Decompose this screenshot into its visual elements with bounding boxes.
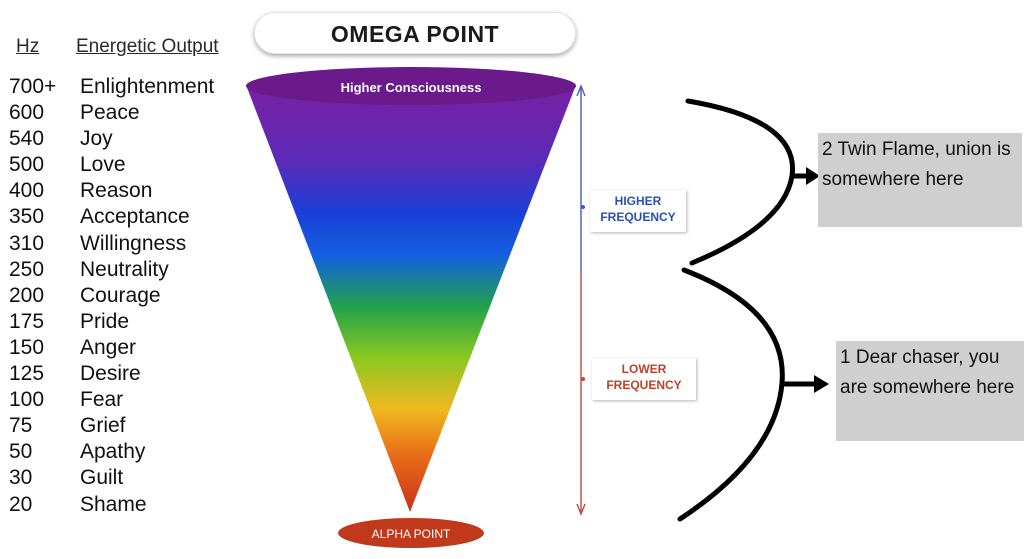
axis-up-arrow-icon <box>576 84 586 97</box>
scale-output-label: Courage <box>80 283 161 307</box>
scale-output-label: Neutrality <box>80 257 169 281</box>
scale-output-label: Apathy <box>80 440 146 464</box>
energetic-output-column-header: Energetic Output <box>76 36 219 57</box>
scale-output-label: Shame <box>80 492 147 516</box>
scale-hz-value: 540 <box>9 127 45 151</box>
lower-frequency-label: LOWER FREQUENCY <box>592 358 696 400</box>
scale-output-label: Peace <box>80 101 140 125</box>
scale-output-label: Desire <box>80 362 141 386</box>
scale-row: 500 Love <box>0 152 250 178</box>
scale-row: 250 Neutrality <box>0 257 250 283</box>
scale-row: 600 Peace <box>0 100 250 126</box>
scale-hz-value: 500 <box>9 153 45 177</box>
scale-row: 540 Joy <box>0 126 250 152</box>
scale-hz-value: 700+ <box>9 75 57 98</box>
scale-hz-value: 30 <box>9 466 33 490</box>
higher-frequency-line2: FREQUENCY <box>600 210 676 224</box>
higher-frequency-label: HIGHER FREQUENCY <box>590 190 686 232</box>
lower-frequency-line2: FREQUENCY <box>606 378 682 392</box>
scale-row: 310 Willingness <box>0 231 250 257</box>
scale-output-label: Guilt <box>80 466 124 490</box>
scale-row: 150 Anger <box>0 335 250 361</box>
axis-down-arrow-icon <box>576 503 586 516</box>
scale-hz-value: 175 <box>9 309 45 333</box>
higher-frequency-line1: HIGHER <box>614 194 662 208</box>
scale-hz-value: 20 <box>9 492 33 516</box>
higher-consciousness-ellipse <box>246 67 576 105</box>
top-pointer-arrow-icon <box>806 167 820 185</box>
scale-output-label: Joy <box>80 127 113 151</box>
omega-point-title: OMEGA POINT <box>254 12 576 54</box>
scale-hz-value: 350 <box>9 205 45 229</box>
top-bracket-icon <box>685 98 796 266</box>
scale-row: 50 Apathy <box>0 439 250 465</box>
scale-row: 125 Desire <box>0 361 250 387</box>
hz-column-header: Hz <box>16 36 40 57</box>
alpha-point-ellipse <box>338 518 484 548</box>
scale-output-label: Acceptance <box>80 205 190 229</box>
scale-row: 700+ Enlightenment <box>0 74 250 100</box>
dear-chaser-note: 1 Dear chaser, you are somewhere here <box>836 341 1024 441</box>
scale-hz-value: 150 <box>9 335 45 359</box>
scale-hz-value: 50 <box>9 440 33 464</box>
higher-frequency-tick <box>581 205 585 209</box>
scale-row: 100 Fear <box>0 387 250 413</box>
scale-output-label: Love <box>80 153 126 177</box>
scale-row: 400 Reason <box>0 178 250 204</box>
scale-output-label: Enlightenment <box>80 75 215 98</box>
scale-hz-value: 125 <box>9 362 45 386</box>
scale-output-label: Willingness <box>80 231 187 255</box>
twin-flame-note: 2 Twin Flame, union is somewhere here <box>818 133 1022 227</box>
scale-output-label: Fear <box>80 388 124 412</box>
scale-hz-value: 100 <box>9 388 45 412</box>
consciousness-cone <box>246 85 576 512</box>
scale-row: 175 Pride <box>0 309 250 335</box>
scale-row: 75 Grief <box>0 413 250 439</box>
scale-output-label: Grief <box>80 414 126 438</box>
scale-hz-value: 250 <box>9 257 45 281</box>
scale-output-label: Pride <box>80 309 130 333</box>
higher-consciousness-label: Higher Consciousness <box>341 80 482 95</box>
scale-hz-value: 200 <box>9 283 45 307</box>
bottom-bracket-icon <box>677 267 785 522</box>
alpha-point-label: ALPHA POINT <box>372 527 451 541</box>
scale-row: 200 Courage <box>0 283 250 309</box>
scale-row: 20 Shame <box>0 492 250 518</box>
scale-hz-value: 310 <box>9 231 45 255</box>
bottom-pointer-arrow-icon <box>814 375 829 393</box>
scale-row: 30 Guilt <box>0 465 250 491</box>
scale-output-label: Reason <box>80 179 153 203</box>
lower-frequency-tick <box>581 377 585 381</box>
scale-output-label: Anger <box>80 335 137 359</box>
scale-hz-value: 400 <box>9 179 45 203</box>
scale-hz-value: 600 <box>9 101 45 125</box>
scale-hz-value: 75 <box>9 414 33 438</box>
lower-frequency-line1: LOWER <box>621 362 667 376</box>
scale-row: 350 Acceptance <box>0 204 250 230</box>
